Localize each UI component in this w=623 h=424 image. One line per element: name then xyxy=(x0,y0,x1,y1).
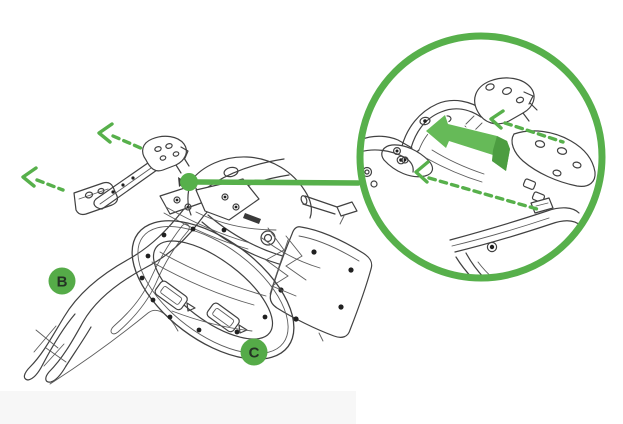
badge-letter-b: B xyxy=(57,274,68,291)
chevron-arrowhead-icon xyxy=(489,109,505,130)
chevron-arrowhead-icon xyxy=(97,122,114,144)
rivet-dots xyxy=(111,176,135,194)
part-c-badge: C xyxy=(240,338,268,366)
detail-anchor-dot xyxy=(180,173,198,191)
top-bracket-drawing xyxy=(93,135,190,210)
chevron-arrowhead-icon xyxy=(21,166,38,188)
ring-screw-dots xyxy=(139,226,268,335)
badge-circle xyxy=(48,267,76,295)
chevron-arrowhead-icon xyxy=(414,160,430,184)
dashed-arrow-line xyxy=(427,176,539,211)
detail-leader-line xyxy=(192,179,361,186)
page-shading xyxy=(0,391,356,424)
dashed-arrow-line xyxy=(111,134,145,151)
dashed-arrow-line xyxy=(35,178,65,192)
magnifier-circle xyxy=(356,32,606,282)
magnified-bracket-drawing xyxy=(360,77,596,278)
lacing-wires-drawing xyxy=(261,227,321,297)
badge-letter-c: C xyxy=(249,345,260,362)
detach-direction-arrow-lower xyxy=(21,166,65,192)
headgear-line-drawing xyxy=(23,135,373,385)
badge-circle xyxy=(240,338,268,366)
align-arrow-upper-inset xyxy=(489,109,565,144)
part-c-ring-drawing xyxy=(131,220,295,360)
dashed-arrow-line xyxy=(503,121,565,144)
align-arrow-lower-inset xyxy=(414,160,539,211)
ring-clamp-right xyxy=(206,302,240,333)
detach-direction-arrow-upper xyxy=(97,122,145,151)
hinge-assembly-drawing xyxy=(159,178,291,267)
side-rod-drawing xyxy=(300,195,358,225)
shell-plate-drawing xyxy=(269,226,373,342)
ring-clamp-left xyxy=(154,280,188,311)
slide-direction-arrow-fold xyxy=(492,136,510,171)
magnifier-background xyxy=(360,36,602,278)
part-b-badge: B xyxy=(48,267,76,295)
magnifier-inset xyxy=(356,32,606,282)
